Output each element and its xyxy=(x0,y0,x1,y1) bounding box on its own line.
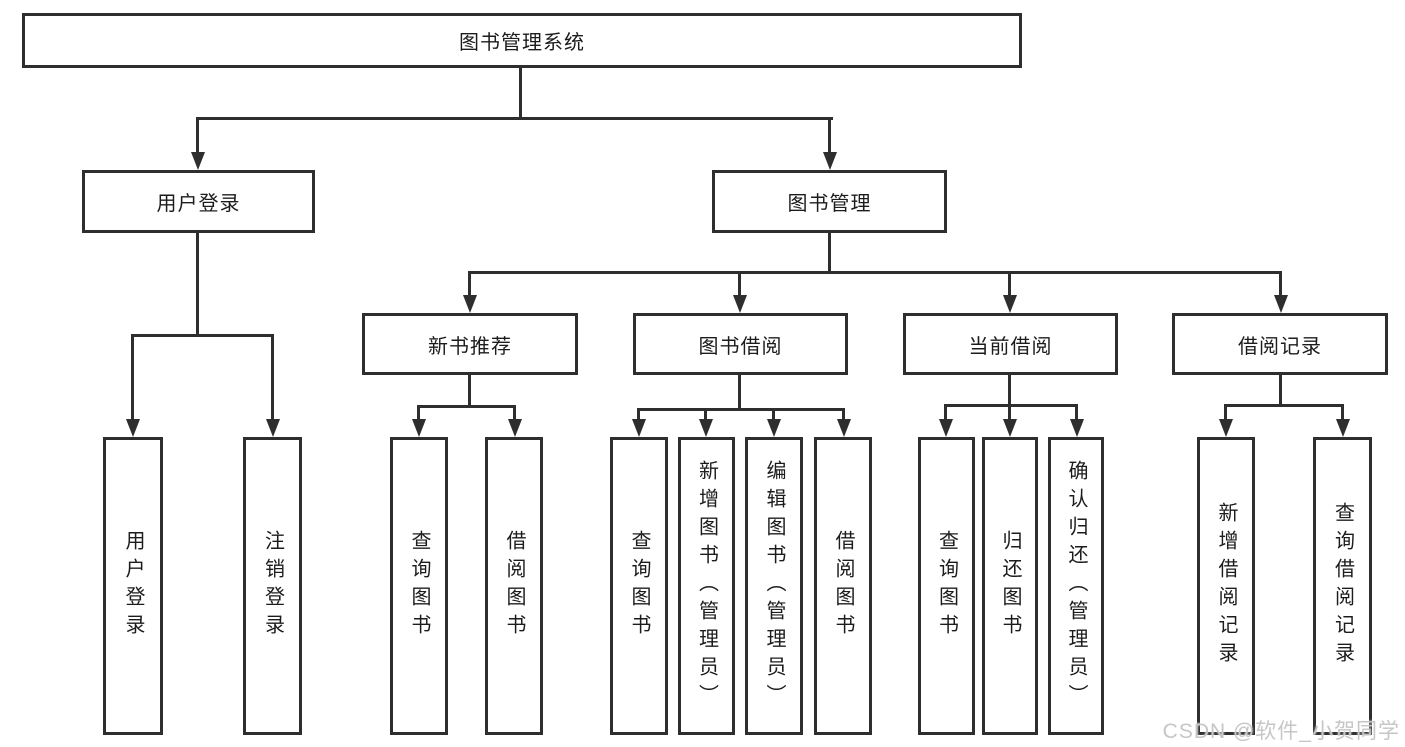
node-label: 当前借阅 xyxy=(968,335,1053,358)
connector-line xyxy=(1224,404,1344,407)
node-borrowing-records: 借阅记录 xyxy=(1172,313,1388,375)
arrow-down-icon xyxy=(632,419,646,437)
leaf-label: 查询图书 xyxy=(628,530,650,642)
arrow-down-icon xyxy=(266,419,280,437)
leaf-label: 确认归还（管理员） xyxy=(1065,460,1087,712)
leaf-query-books-recommend: 查询图书 xyxy=(390,437,448,735)
arrow-down-icon xyxy=(412,419,426,437)
connector-line xyxy=(131,334,274,337)
arrow-down-icon xyxy=(1070,419,1084,437)
node-label: 图书管理 xyxy=(787,193,872,215)
leaf-borrow-books-recommend: 借阅图书 xyxy=(485,437,543,735)
connector-line xyxy=(772,408,775,421)
node-current-borrowing: 当前借阅 xyxy=(903,313,1118,375)
leaf-query-borrow-record: 查询借阅记录 xyxy=(1313,437,1372,735)
connector-line xyxy=(1279,375,1282,407)
connector-line xyxy=(944,404,1078,407)
leaf-label: 新增借阅记录 xyxy=(1215,502,1237,670)
arrow-down-icon xyxy=(191,152,205,170)
connector-line xyxy=(1224,404,1227,421)
node-label: 用户登录 xyxy=(156,193,241,215)
connector-line xyxy=(519,66,522,118)
connector-line xyxy=(828,233,831,274)
connector-line xyxy=(738,271,741,297)
node-book-management: 图书管理 xyxy=(712,170,947,233)
leaf-label: 查询图书 xyxy=(408,530,430,642)
leaf-label: 新增图书（管理员） xyxy=(695,460,718,712)
connector-line xyxy=(1008,271,1011,297)
arrow-down-icon xyxy=(1003,295,1017,313)
arrow-down-icon xyxy=(733,295,747,313)
connector-line xyxy=(196,117,199,155)
leaf-confirm-return-admin: 确认归还（管理员） xyxy=(1048,437,1104,735)
leaf-query-books-borrowing: 查询图书 xyxy=(610,437,668,735)
connector-line xyxy=(1008,404,1011,421)
connector-line xyxy=(468,271,471,297)
arrow-down-icon xyxy=(1219,419,1233,437)
connector-line xyxy=(944,404,947,421)
leaf-label: 注销登录 xyxy=(261,530,284,642)
arrow-down-icon xyxy=(1003,419,1017,437)
connector-line xyxy=(1279,271,1282,297)
leaf-label: 编辑图书（管理员） xyxy=(763,460,785,712)
leaf-borrow-books: 借阅图书 xyxy=(814,437,872,735)
arrow-down-icon xyxy=(767,419,781,437)
arrow-down-icon xyxy=(939,419,953,437)
arrow-down-icon xyxy=(1336,419,1350,437)
leaf-label: 借阅图书 xyxy=(503,530,525,642)
leaf-add-books-admin: 新增图书（管理员） xyxy=(678,437,735,735)
arrow-down-icon xyxy=(126,419,140,437)
node-book-borrowing: 图书借阅 xyxy=(633,313,848,375)
leaf-label: 查询图书 xyxy=(935,530,958,642)
node-label: 图书借阅 xyxy=(698,335,783,358)
leaf-label: 查询借阅记录 xyxy=(1331,502,1354,670)
arrow-down-icon xyxy=(823,152,837,170)
connector-line xyxy=(704,408,707,421)
connector-line xyxy=(196,117,833,120)
connector-line xyxy=(637,408,640,421)
leaf-logout: 注销登录 xyxy=(243,437,302,735)
leaf-label: 用户登录 xyxy=(122,530,144,642)
node-new-book-recommend: 新书推荐 xyxy=(362,313,578,375)
leaf-edit-books-admin: 编辑图书（管理员） xyxy=(745,437,803,735)
connector-line xyxy=(637,408,845,411)
node-library-management-system: 图书管理系统 xyxy=(22,13,1022,68)
leaf-query-books-current: 查询图书 xyxy=(918,437,975,735)
leaf-user-login: 用户登录 xyxy=(103,437,163,735)
leaf-return-books: 归还图书 xyxy=(982,437,1038,735)
connector-line xyxy=(828,117,831,155)
arrow-down-icon xyxy=(463,295,477,313)
arrow-down-icon xyxy=(699,419,713,437)
connector-line xyxy=(131,334,134,421)
connector-line xyxy=(513,405,516,421)
connector-line xyxy=(468,375,471,408)
connector-line xyxy=(1341,404,1344,421)
connector-line xyxy=(1075,404,1078,421)
leaf-label: 借阅图书 xyxy=(832,530,854,642)
csdn-watermark: CSDN @软件_小贺同学 xyxy=(1162,720,1400,743)
connector-line xyxy=(738,375,741,411)
leaf-label: 归还图书 xyxy=(999,530,1021,642)
arrow-down-icon xyxy=(837,419,851,437)
arrow-down-icon xyxy=(1274,295,1288,313)
leaf-add-borrow-record: 新增借阅记录 xyxy=(1197,437,1255,735)
connector-line xyxy=(271,334,274,421)
node-label: 新书推荐 xyxy=(428,335,512,358)
node-label: 图书管理系统 xyxy=(459,32,585,54)
connector-line xyxy=(196,233,199,337)
connector-line xyxy=(417,405,420,421)
node-user-login: 用户登录 xyxy=(82,170,315,233)
connector-line xyxy=(1008,375,1011,407)
connector-line xyxy=(468,271,1282,274)
connector-line xyxy=(417,405,516,408)
connector-line xyxy=(842,408,845,421)
arrow-down-icon xyxy=(508,419,522,437)
node-label: 借阅记录 xyxy=(1238,335,1322,358)
